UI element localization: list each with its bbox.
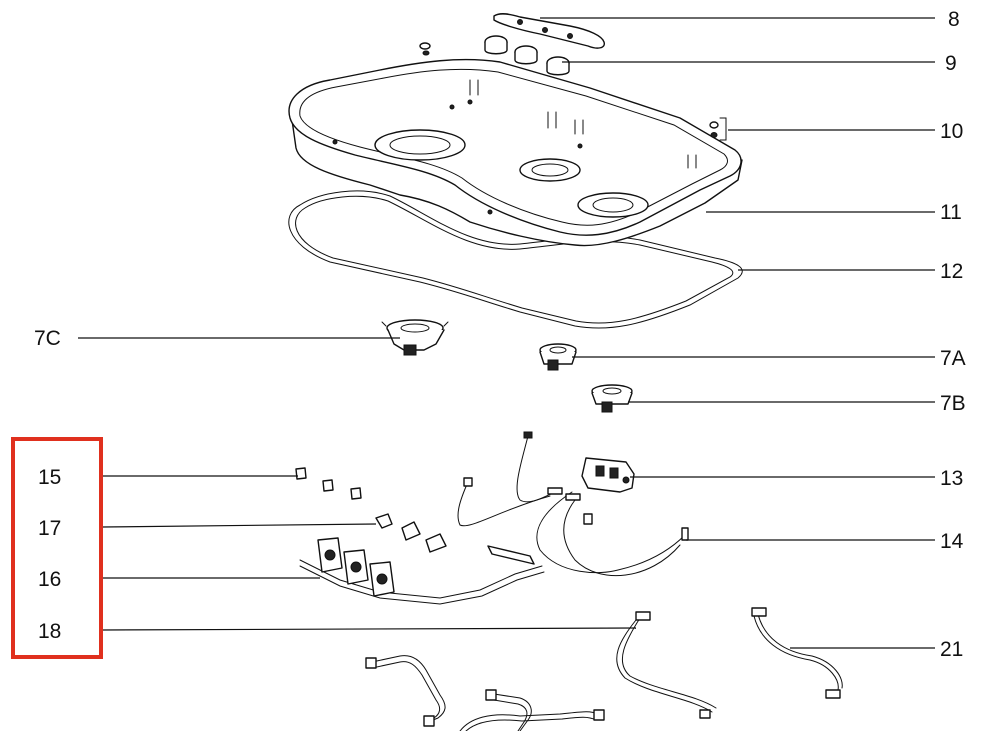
control-knobs xyxy=(419,35,570,76)
callout-15: 15 xyxy=(38,466,61,489)
callout-7c: 7C xyxy=(34,327,61,350)
callout-10: 10 xyxy=(940,120,963,143)
ignition-wiring-harness xyxy=(457,431,689,577)
callout-12: 12 xyxy=(940,260,963,283)
thermocouple xyxy=(616,611,717,719)
callout-16: 16 xyxy=(38,568,61,591)
callout-8: 8 xyxy=(948,8,960,31)
callout-7a: 7A xyxy=(940,347,966,370)
ignition-generator xyxy=(581,457,635,493)
callout-14: 14 xyxy=(940,530,964,553)
highlight-frame xyxy=(11,437,103,659)
burner-7c xyxy=(381,319,449,356)
burner-7a xyxy=(539,343,577,371)
burner-7b xyxy=(591,384,633,413)
knob-caps xyxy=(295,467,362,500)
gas-pipes xyxy=(365,655,605,732)
callout-17: 17 xyxy=(38,517,61,540)
callout-7b: 7B xyxy=(940,392,966,415)
knob-panel-bracket xyxy=(493,13,605,49)
spark-electrode-set xyxy=(709,117,727,141)
callout-11: 11 xyxy=(940,201,962,224)
thermocouple-cable xyxy=(751,607,843,699)
hob-tray xyxy=(288,58,743,247)
callout-9: 9 xyxy=(945,52,957,75)
callout-labels: 8 9 10 11 12 7C 7A 7B 13 14 15 17 16 18 … xyxy=(34,8,966,661)
callout-21: 21 xyxy=(940,638,963,661)
leader-lines xyxy=(78,17,935,649)
callout-13: 13 xyxy=(940,467,963,490)
tray-seal-gasket xyxy=(288,190,743,329)
gas-valve-manifold xyxy=(299,537,545,605)
valve-clips xyxy=(375,513,447,553)
callout-18: 18 xyxy=(38,620,61,643)
